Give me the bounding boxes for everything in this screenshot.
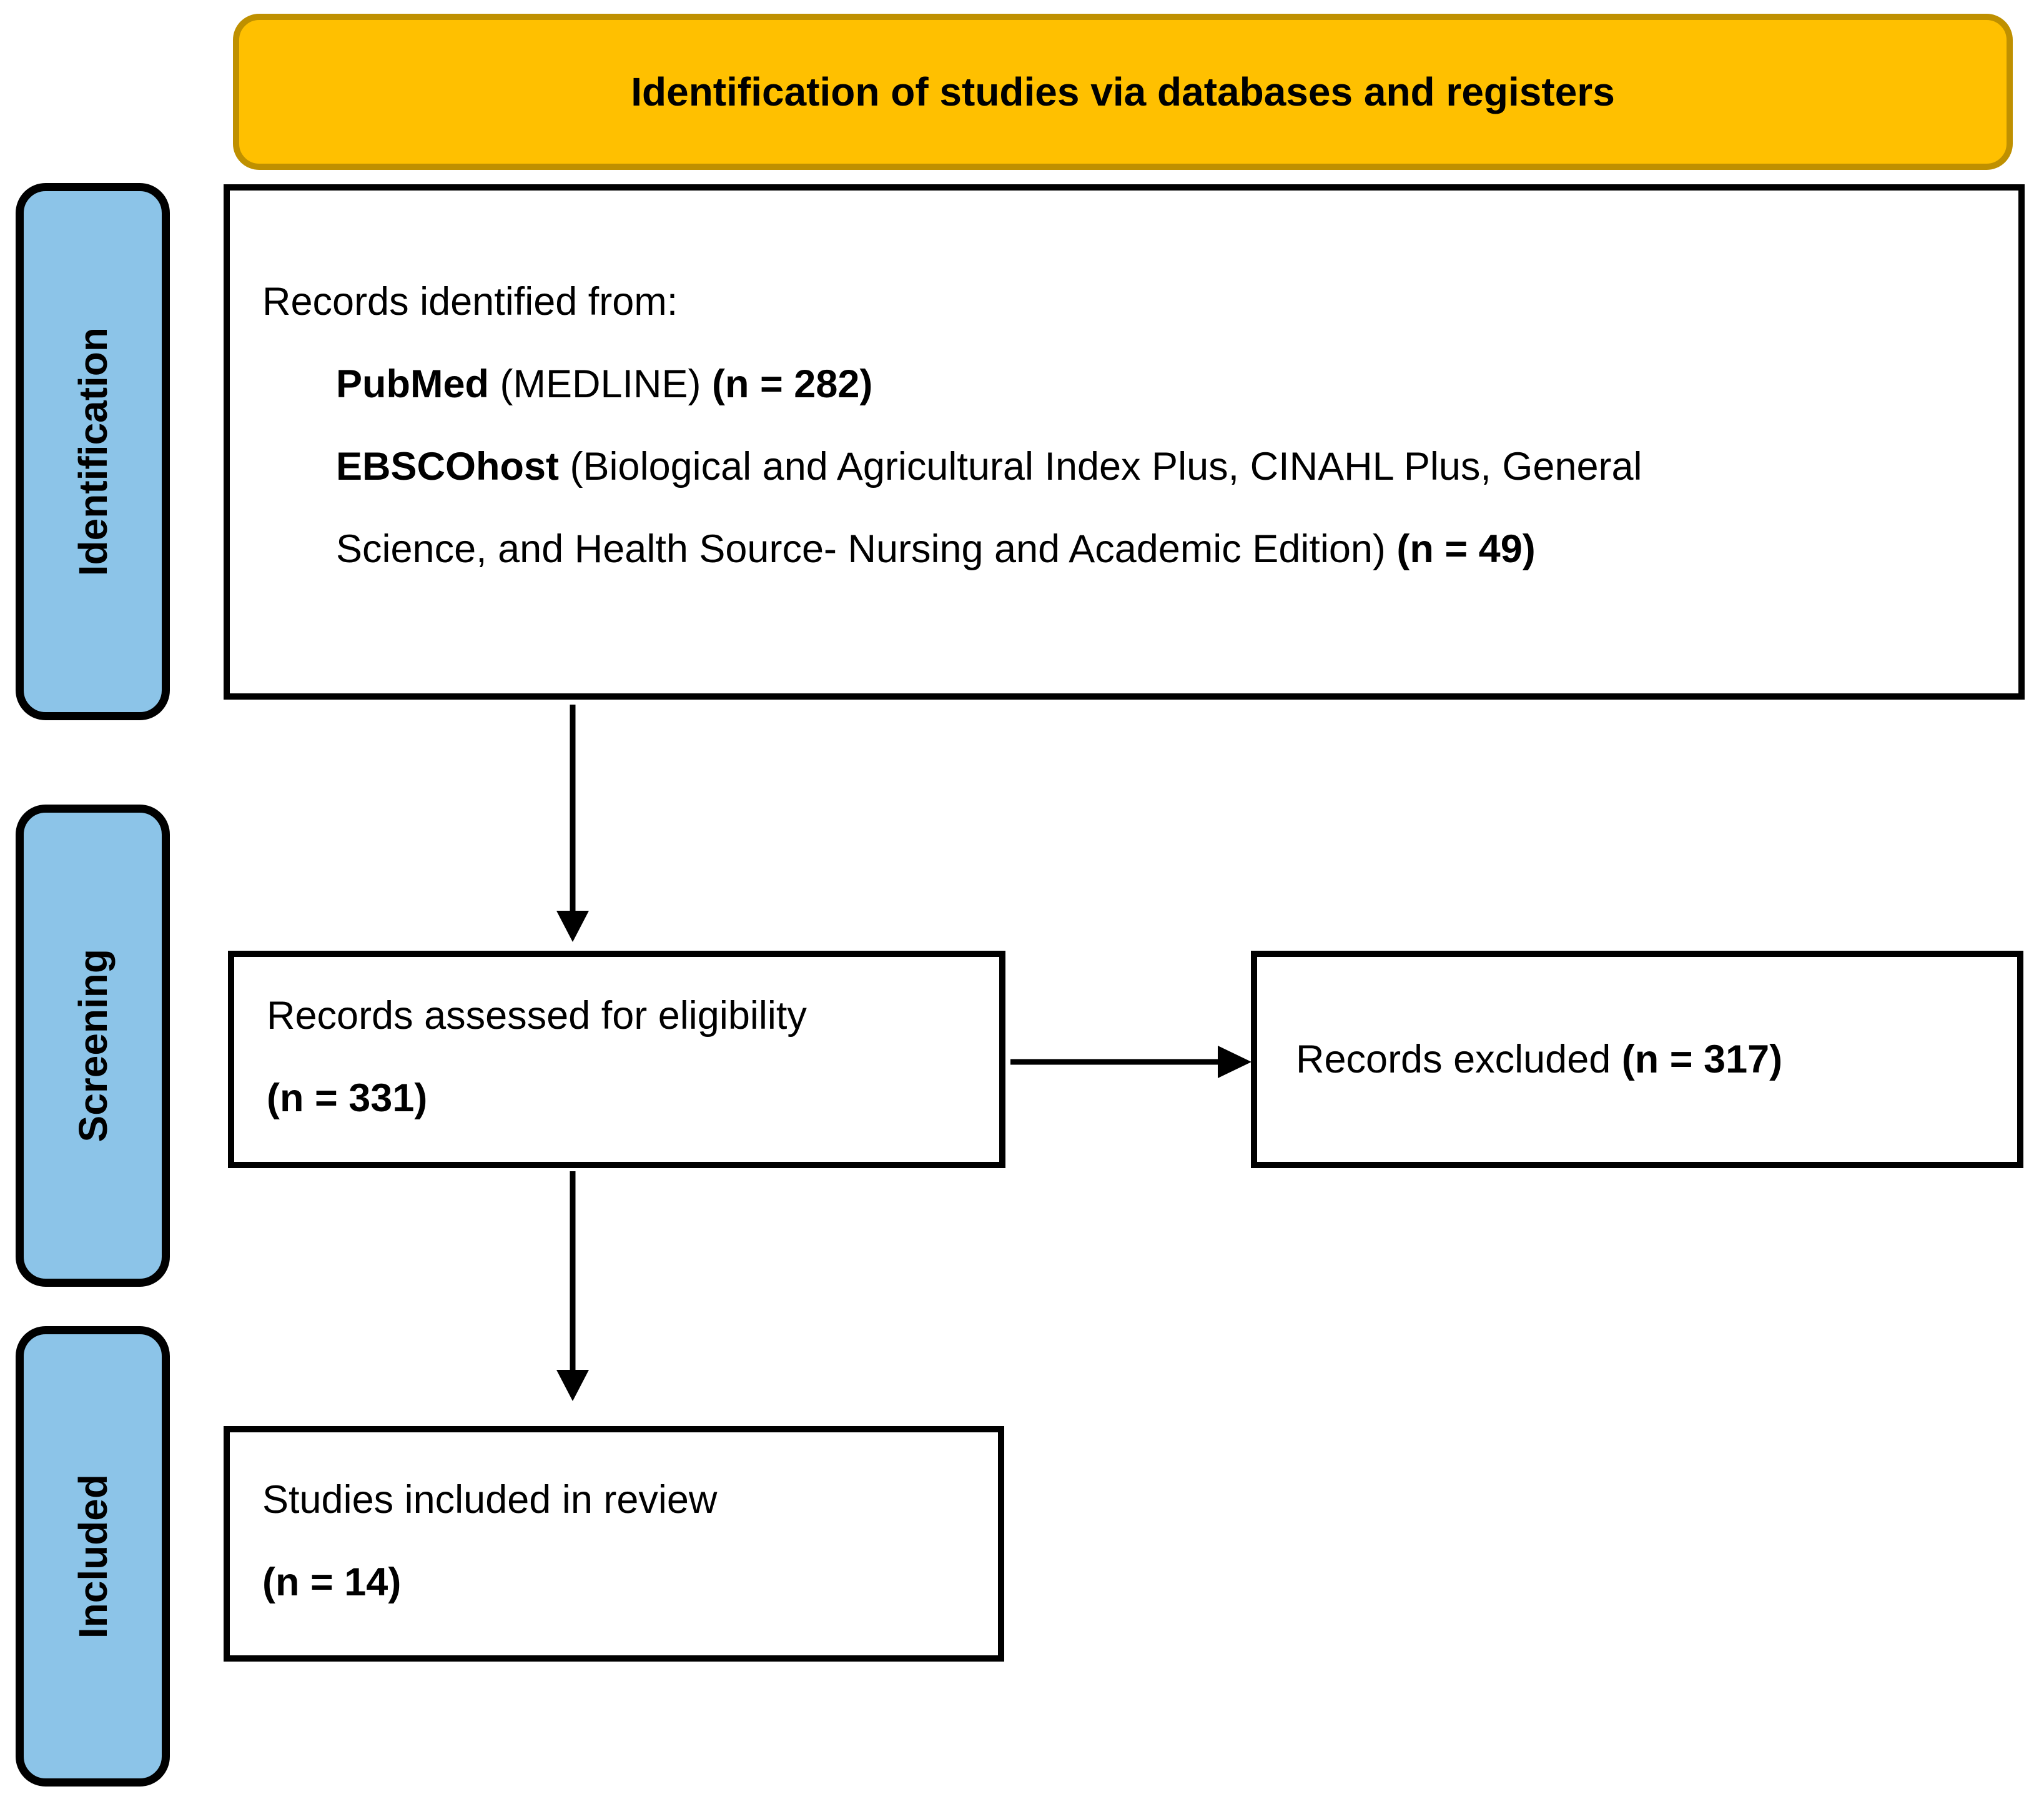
banner-title: Identification of studies via databases …: [631, 69, 1615, 114]
studies-included-count: (n = 14): [262, 1560, 402, 1604]
source-count: (n = 49): [1396, 527, 1536, 571]
records-identified-box: Records identified from: PubMed (MEDLINE…: [224, 184, 2025, 700]
source-item-ebscohost: EBSCOhost (Biological and Agricultural I…: [336, 425, 1993, 590]
source-count: (n = 282): [712, 362, 873, 406]
records-excluded-count: (n = 317): [1621, 1038, 1783, 1081]
stage-label-included: Included: [16, 1326, 170, 1787]
source-name: PubMed: [336, 362, 489, 406]
stage-label-identification-text: Identification: [70, 327, 116, 577]
stage-label-screening: Screening: [16, 805, 170, 1287]
arrow-identified-to-assessed: [556, 705, 589, 942]
studies-included-text: Studies included in review: [262, 1478, 718, 1522]
source-detail: (MEDLINE): [489, 362, 713, 406]
arrow-assessed-to-excluded: [1010, 1046, 1252, 1078]
banner: Identification of studies via databases …: [233, 14, 2013, 170]
records-assessed-count: (n = 331): [267, 1076, 428, 1120]
stage-label-screening-text: Screening: [70, 949, 116, 1142]
records-excluded-text: Records excluded: [1296, 1038, 1622, 1081]
arrow-assessed-to-included: [556, 1171, 589, 1401]
records-excluded-line: Records excluded (n = 317): [1296, 1018, 1782, 1101]
stage-label-included-text: Included: [70, 1474, 116, 1639]
records-assessed-box: Records assessed for eligibility (n = 33…: [228, 951, 1005, 1168]
source-detail-line2: Science, and Health Source- Nursing and …: [336, 527, 1397, 571]
source-item-pubmed: PubMed (MEDLINE) (n = 282): [336, 343, 1993, 425]
records-assessed-text: Records assessed for eligibility: [267, 994, 807, 1038]
source-name: EBSCOhost: [336, 445, 560, 488]
stage-label-identification: Identification: [16, 183, 170, 720]
records-excluded-box: Records excluded (n = 317): [1251, 951, 2023, 1168]
records-identified-intro: Records identified from:: [262, 280, 678, 324]
source-detail-line1: (Biological and Agricultural Index Plus,…: [559, 445, 1642, 488]
studies-included-box: Studies included in review (n = 14): [224, 1426, 1004, 1662]
